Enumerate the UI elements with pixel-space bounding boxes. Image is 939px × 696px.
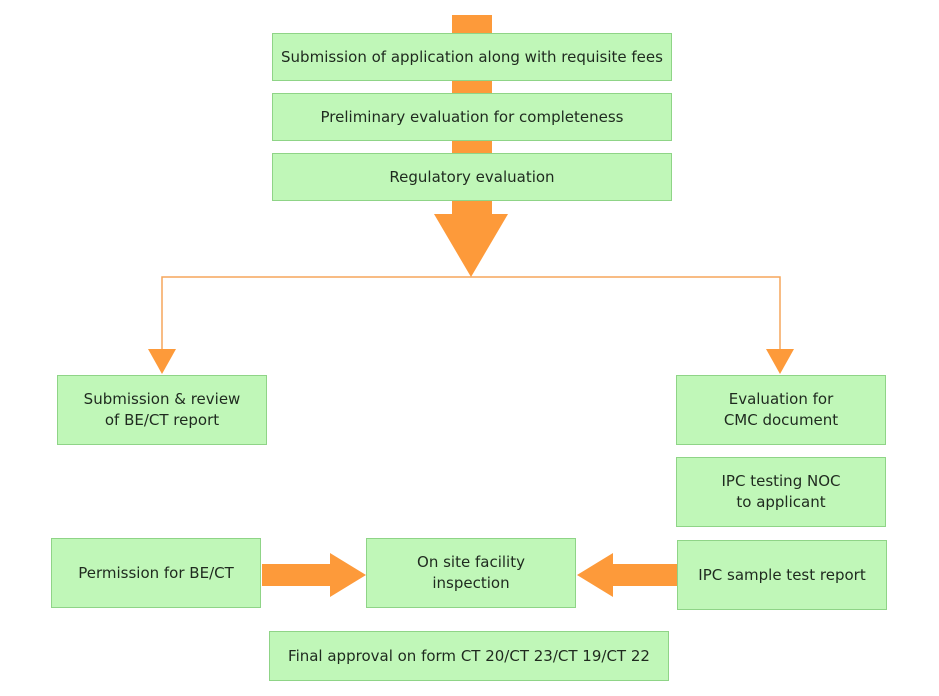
branch-connector-line [161,276,781,350]
big-down-arrow-head [434,214,508,277]
step-ipc-noc-box: IPC testing NOC to applicant [676,457,886,527]
step-submission-label: Submission of application along with req… [281,47,663,66]
step-cmc-box: Evaluation for CMC document [676,375,886,445]
step-inspection-box: On site facility inspection [366,538,576,608]
step-inspection-label: On site facility inspection [417,553,525,592]
step-permission-box: Permission for BE/CT [51,538,261,608]
step-preliminary-label: Preliminary evaluation for completeness [320,107,624,126]
step-cmc-label: Evaluation for CMC document [723,390,839,429]
step-final-box: Final approval on form CT 20/CT 23/CT 19… [269,631,669,681]
step-submission-box: Submission of application along with req… [272,33,672,81]
report-to-inspection-arrow [577,553,677,597]
step-ipc-noc-label: IPC testing NOC to applicant [721,472,841,511]
permission-to-inspection-arrow [262,553,366,597]
left-branch-arrow-head [148,349,176,374]
step-be-ct-review-label: Submission & review of BE/CT report [83,390,241,429]
step-ipc-report-label: IPC sample test report [698,565,866,584]
step-permission-label: Permission for BE/CT [78,563,234,582]
step-regulatory-box: Regulatory evaluation [272,153,672,201]
step-preliminary-box: Preliminary evaluation for completeness [272,93,672,141]
right-branch-arrow-head [766,349,794,374]
step-be-ct-review-box: Submission & review of BE/CT report [57,375,267,445]
step-final-label: Final approval on form CT 20/CT 23/CT 19… [288,646,650,665]
step-ipc-report-box: IPC sample test report [677,540,887,610]
step-regulatory-label: Regulatory evaluation [389,167,555,186]
